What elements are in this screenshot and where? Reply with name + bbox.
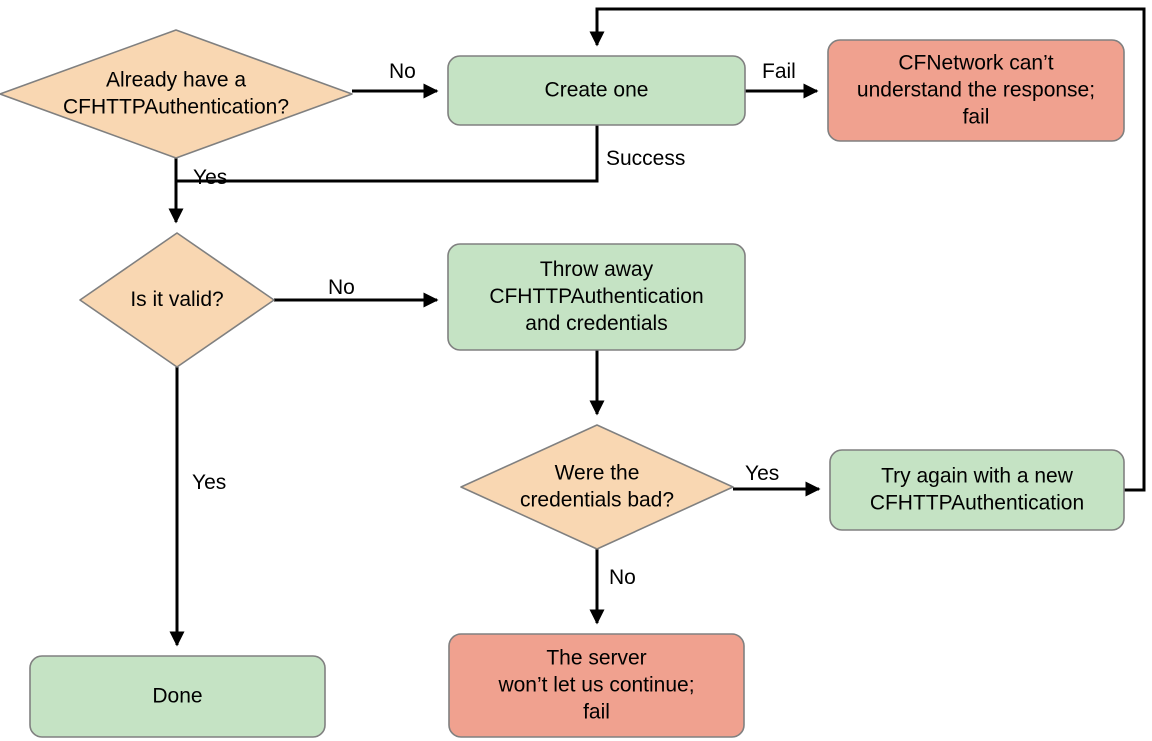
edge-label-already-have-no: No (389, 60, 416, 83)
edge-try-again-retry (589, 7, 1146, 492)
edges-layer (168, 7, 1146, 647)
process-shape (448, 633, 745, 738)
edge-label-create-one-success: Success (606, 147, 685, 170)
edge-label-already-have-yes: Yes (193, 166, 227, 189)
edge-create-one-success (176, 125, 599, 183)
node-label: Is it valid? (130, 288, 223, 311)
process-shape (29, 655, 326, 738)
edge-label-is-it-valid-yes: Yes (192, 471, 226, 494)
node-label: Done (152, 684, 202, 707)
decision-shape (0, 29, 353, 159)
edge-label-credentials-bad-no: No (609, 566, 636, 589)
process-shape (447, 243, 746, 351)
process-shape (447, 55, 746, 126)
decision-shape (79, 232, 275, 368)
process-shape (829, 449, 1125, 531)
node-create-one[interactable]: Create one (447, 55, 746, 126)
node-label: Create one (545, 78, 649, 101)
edge-label-is-it-valid-no: No (328, 276, 355, 299)
edge-label-create-one-fail: Fail (762, 60, 796, 83)
decision-shape (460, 424, 734, 550)
process-shape (827, 39, 1125, 142)
node-done[interactable]: Done (29, 655, 326, 738)
edge-label-credentials-bad-yes: Yes (745, 462, 779, 485)
node-is-it-valid[interactable]: Is it valid? (79, 232, 275, 368)
